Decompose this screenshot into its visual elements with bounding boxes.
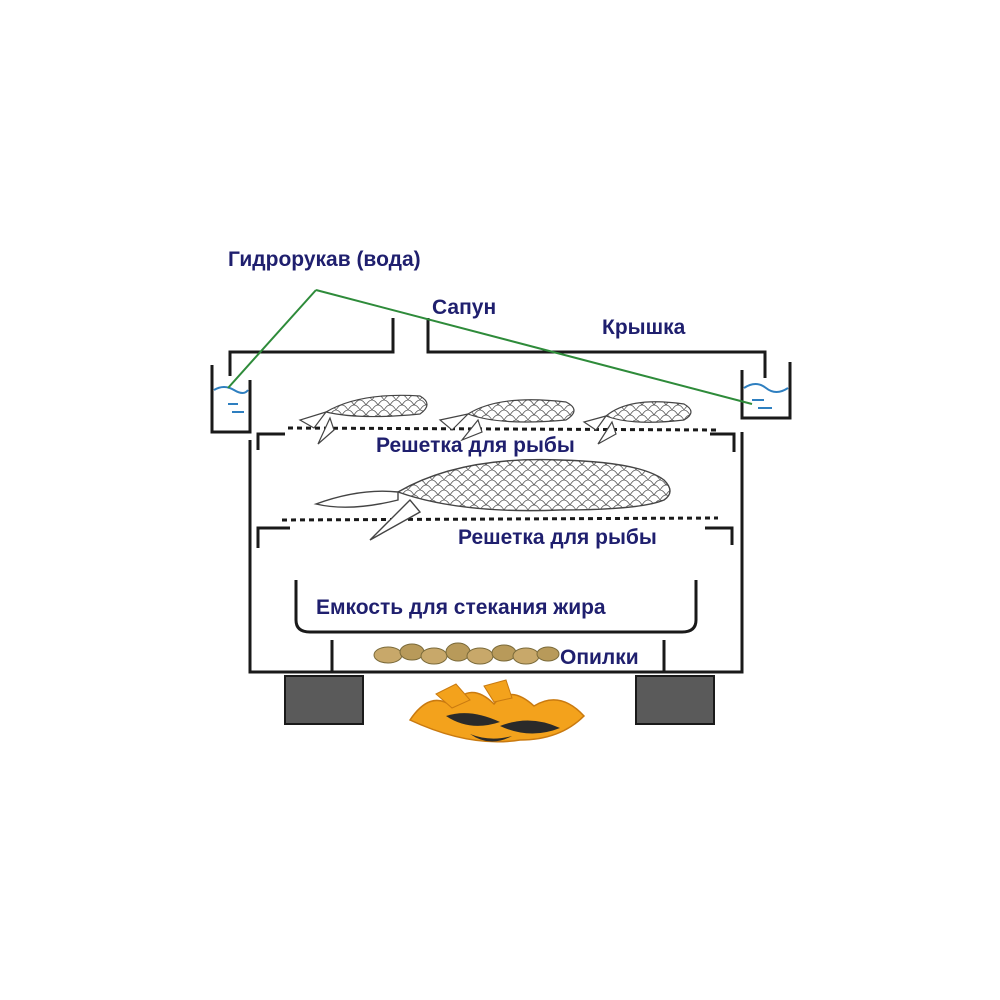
fire xyxy=(408,679,586,743)
fish-grate-top xyxy=(256,426,736,452)
hydro-sleeve-leader xyxy=(227,289,753,405)
fat-container xyxy=(294,580,698,634)
fish-grate-bottom xyxy=(256,516,734,548)
fish-small-1 xyxy=(298,394,428,445)
smoker-body xyxy=(248,432,744,674)
fish-grate-bottom-label: Решетка для рыбы xyxy=(458,526,657,549)
sawdust-label: Опилки xyxy=(560,646,639,669)
hydro-sleeve-label: Гидрорукав (вода) xyxy=(228,248,421,271)
water-seal-right xyxy=(740,362,792,420)
sawdust-pile xyxy=(373,642,560,665)
lid-label: Крышка xyxy=(602,316,686,339)
fish-grate-top-label: Решетка для рыбы xyxy=(376,434,575,457)
fish-small-2 xyxy=(438,399,575,442)
water-seal-left xyxy=(210,365,252,434)
fish-small-3 xyxy=(582,401,692,445)
right-foot xyxy=(635,675,715,725)
breather-label: Сапун xyxy=(432,296,496,319)
left-foot xyxy=(284,675,364,725)
fat-container-label: Емкость для стекания жира xyxy=(316,596,606,619)
fish-large xyxy=(313,458,671,541)
lid xyxy=(228,318,767,378)
